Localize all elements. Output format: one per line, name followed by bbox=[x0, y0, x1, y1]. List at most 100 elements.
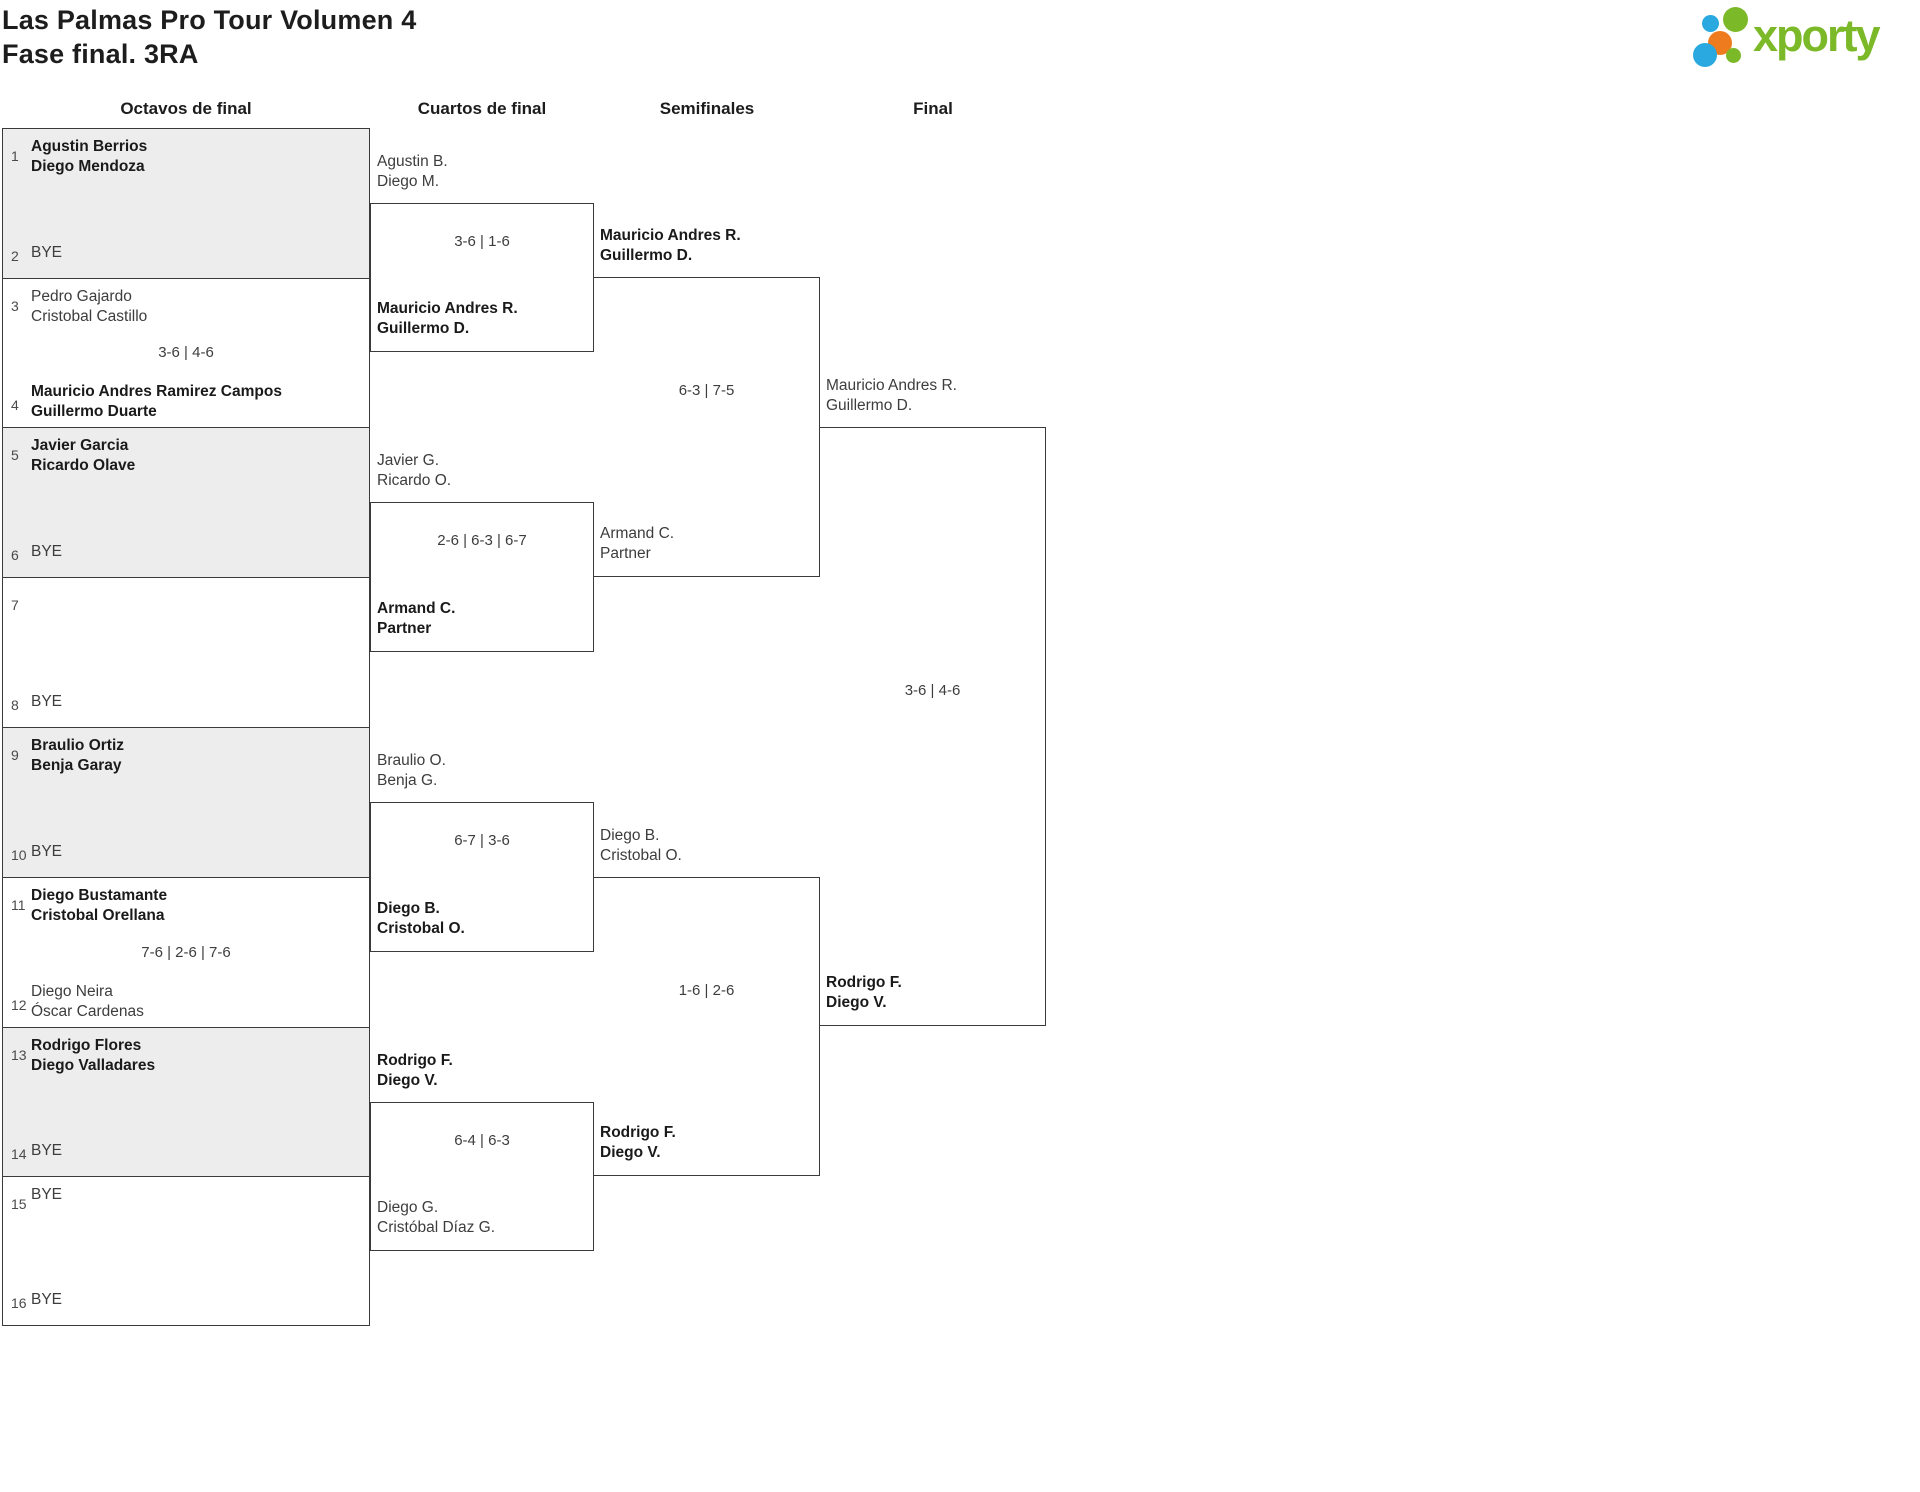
team-name-line2: Partner bbox=[600, 545, 651, 562]
team-name-line1: Armand C. bbox=[600, 525, 675, 542]
team-name-line1: Diego Neira bbox=[31, 983, 113, 1000]
team-name-line1: Javier G. bbox=[377, 452, 440, 469]
team-name: Rodrigo F. Diego V. bbox=[600, 1123, 676, 1163]
team-name: BYE bbox=[31, 1280, 62, 1320]
team-name-line1: Pedro Gajardo bbox=[31, 288, 132, 305]
team-name: Agustin Berrios Diego Mendoza bbox=[31, 137, 147, 177]
page-title: Las Palmas Pro Tour Volumen 4 Fase final… bbox=[2, 3, 416, 71]
team-name-line2: Cristobal O. bbox=[377, 920, 465, 937]
r16-match-3: 5 Javier Garcia Ricardo Olave 6 BYE bbox=[2, 427, 370, 577]
team-name-line1: Armand C. bbox=[377, 600, 456, 617]
team-name: BYE bbox=[31, 682, 62, 722]
team-name-line2: Diego V. bbox=[826, 994, 887, 1011]
team-name-line2: Diego V. bbox=[600, 1144, 661, 1161]
team-name-line2: Óscar Cardenas bbox=[31, 1003, 144, 1020]
logo-dot-green-small bbox=[1726, 48, 1741, 63]
r16-match-2: 3 Pedro Gajardo Cristobal Castillo 3-6 |… bbox=[2, 278, 370, 427]
team-name-line1: Rodrigo Flores bbox=[31, 1037, 142, 1054]
seed-number: 6 bbox=[11, 547, 19, 563]
team-name: Pedro Gajardo Cristobal Castillo bbox=[31, 287, 147, 327]
logo-dot-green-large bbox=[1723, 7, 1748, 32]
qf-match-2: Javier G. Ricardo O. 2-6 | 6-3 | 6-7 Arm… bbox=[370, 452, 594, 652]
team-name: BYE bbox=[31, 832, 62, 872]
seed-number: 4 bbox=[11, 397, 19, 413]
team-name-line2: Diego M. bbox=[377, 173, 440, 190]
team-name: Armand C. Partner bbox=[377, 599, 455, 639]
team-name-line2: Guillermo Duarte bbox=[31, 403, 157, 420]
team-name-line1: Mauricio Andres R. bbox=[600, 227, 741, 244]
seed-number: 9 bbox=[11, 747, 19, 763]
qf-match-4: Rodrigo F. Diego V. 6-4 | 6-3 Diego G. C… bbox=[370, 1052, 594, 1251]
team-name-line2: Guillermo D. bbox=[600, 247, 693, 264]
team-name-line2: Cristóbal Díaz G. bbox=[377, 1219, 496, 1236]
team-name: Diego G. Cristóbal Díaz G. bbox=[377, 1198, 495, 1238]
team-name-line2: Diego Valladares bbox=[31, 1057, 156, 1074]
team-name-line2: Ricardo O. bbox=[377, 472, 452, 489]
team-name-line1: BYE bbox=[31, 1186, 63, 1203]
logo-dot-blue-small bbox=[1702, 15, 1719, 32]
team-name-line2: Ricardo Olave bbox=[31, 457, 136, 474]
team-name: Rodrigo F. Diego V. bbox=[826, 973, 902, 1013]
team-name: Mauricio Andres R. Guillermo D. bbox=[377, 299, 518, 339]
match-score: 3-6 | 1-6 bbox=[454, 232, 510, 250]
final-match: Mauricio Andres R. Guillermo D. 3-6 | 4-… bbox=[820, 377, 1046, 1026]
seed-number: 13 bbox=[11, 1047, 27, 1063]
team-name-line1: BYE bbox=[31, 244, 63, 261]
team-name: Mauricio Andres R. Guillermo D. bbox=[826, 376, 957, 416]
match-score: 6-3 | 7-5 bbox=[678, 382, 735, 399]
team-name-line1: BYE bbox=[31, 543, 63, 560]
seed-number: 2 bbox=[11, 248, 19, 264]
round-header-octavos: Octavos de final bbox=[120, 99, 252, 118]
team-name: Rodrigo F. Diego V. bbox=[377, 1051, 453, 1091]
team-name-line1: Mauricio Andres R. bbox=[826, 377, 957, 394]
seed-number: 12 bbox=[11, 997, 27, 1013]
team-name-line1: Rodrigo F. bbox=[826, 974, 902, 991]
seed-number: 8 bbox=[11, 697, 19, 713]
round-header-semifinales: Semifinales bbox=[659, 99, 755, 118]
team-name-line1: Agustin B. bbox=[377, 153, 448, 170]
team-name: Mauricio Andres Ramirez Campos Guillermo… bbox=[31, 382, 282, 422]
match-score: 3-6 | 4-6 bbox=[158, 344, 214, 361]
sf-match-2: Diego B. Cristobal O. 1-6 | 2-6 Rodrigo … bbox=[594, 827, 820, 1176]
team-name-line1: Mauricio Andres R. bbox=[377, 300, 518, 317]
team-name-line1: BYE bbox=[31, 693, 63, 710]
team-name-line2: Guillermo D. bbox=[826, 397, 913, 414]
team-name-line1: Diego Bustamante bbox=[31, 887, 168, 904]
team-name: Mauricio Andres R. Guillermo D. bbox=[600, 226, 741, 266]
team-name-line1: Diego G. bbox=[377, 1199, 439, 1216]
team-name: Diego B. Cristobal O. bbox=[600, 826, 682, 866]
round-header-cuartos: Cuartos de final bbox=[417, 99, 547, 118]
team-name: Braulio O. Benja G. bbox=[377, 751, 446, 791]
team-name-line2: Cristobal Castillo bbox=[31, 308, 148, 325]
team-name: Diego B. Cristobal O. bbox=[377, 899, 465, 939]
team-name-line1: Javier Garcia bbox=[31, 437, 129, 454]
title-line-2: Fase final. 3RA bbox=[2, 39, 199, 69]
sf-match-1: Mauricio Andres R. Guillermo D. 6-3 | 7-… bbox=[594, 227, 820, 577]
team-name-line1: Mauricio Andres Ramirez Campos bbox=[31, 383, 282, 400]
match-score: 2-6 | 6-3 | 6-7 bbox=[437, 532, 527, 549]
logo-dot-blue-large bbox=[1693, 43, 1717, 67]
team-name-line1: Rodrigo F. bbox=[377, 1052, 453, 1069]
seed-number: 11 bbox=[11, 897, 26, 913]
match-score: 1-6 | 2-6 bbox=[678, 981, 735, 999]
qf-match-3: Braulio O. Benja G. 6-7 | 3-6 Diego B. C… bbox=[370, 752, 594, 952]
team-name-line1: Agustin Berrios bbox=[31, 138, 148, 155]
r16-match-5: 9 Braulio Ortiz Benja Garay 10 BYE bbox=[2, 727, 370, 877]
brand-name: xporty bbox=[1753, 10, 1881, 61]
match-score: 3-6 | 4-6 bbox=[904, 681, 961, 699]
team-name-line1: BYE bbox=[31, 1142, 63, 1159]
seed-number: 10 bbox=[11, 847, 27, 863]
r16-match-6: 11 Diego Bustamante Cristobal Orellana 7… bbox=[2, 877, 370, 1027]
team-name: Javier Garcia Ricardo Olave bbox=[31, 436, 135, 476]
team-name-line1: BYE bbox=[31, 1291, 63, 1308]
seed-number: 16 bbox=[11, 1295, 27, 1311]
match-score: 6-7 | 3-6 bbox=[454, 832, 510, 849]
team-name: Armand C. Partner bbox=[600, 524, 674, 564]
team-name: Diego Neira Óscar Cardenas bbox=[31, 982, 144, 1022]
team-name-line2: Cristobal Orellana bbox=[31, 907, 165, 924]
round-header-final: Final bbox=[913, 99, 953, 118]
team-name: Javier G. Ricardo O. bbox=[377, 451, 451, 491]
team-name-line1: Braulio Ortiz bbox=[31, 737, 125, 754]
r16-match-4: 7 8 BYE bbox=[2, 577, 370, 727]
team-name-line1: Rodrigo F. bbox=[600, 1124, 676, 1141]
